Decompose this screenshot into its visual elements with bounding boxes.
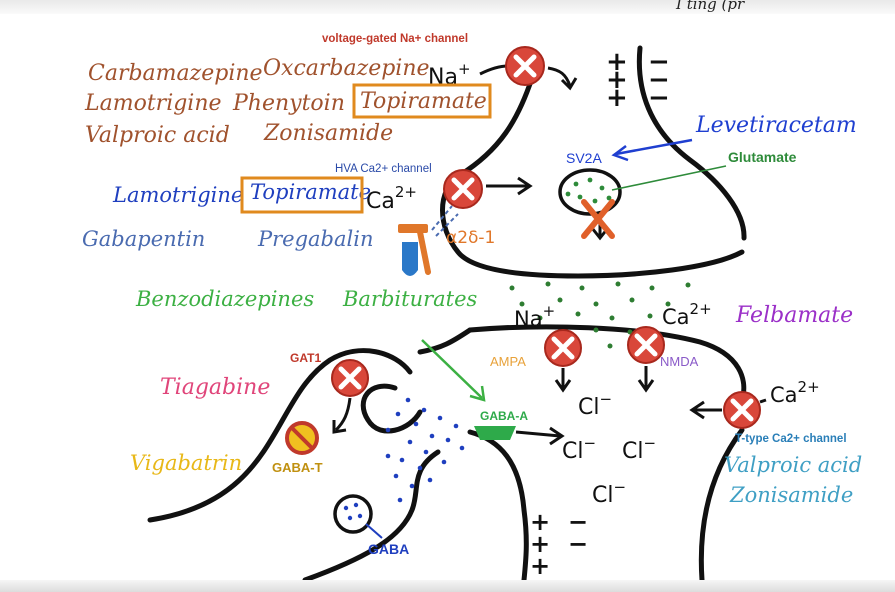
ttype-block-icon [724, 392, 760, 428]
presyn-plus-3: + [606, 83, 628, 113]
ca-channel-label: HVA Ca2+ channel [335, 163, 432, 175]
gat1-label: GAT1 [290, 351, 321, 365]
na-channel-label: voltage-gated Na+ channel [322, 33, 468, 45]
drug-vigabatrin: Vigabatrin [130, 451, 242, 475]
ampa-block-icon [545, 330, 581, 366]
drug-barbiturates: Barbiturates [342, 287, 478, 311]
drug-felbamate: Felbamate [735, 303, 853, 328]
nmda-ion: Ca2+ [662, 300, 712, 329]
na-arrow-in [480, 66, 508, 74]
ttype-ion: Ca2+ [770, 378, 820, 407]
drug-topiramate-na: Topiramate [360, 89, 487, 114]
cl-ion-3: Cl− [622, 434, 656, 464]
gabat-inhibited-icon [287, 423, 317, 453]
ca-ion: Ca2+ [366, 183, 417, 214]
ampa-arrow [556, 368, 570, 390]
ca-blockers: Lamotrigine Topiramate Gabapentin Pregab… [82, 180, 373, 251]
gaba-label: GABA [368, 541, 409, 557]
postsyn-minus-2: − [568, 530, 588, 558]
drug-tiagabine: Tiagabine [160, 375, 270, 400]
drug-lamotrigine-na: Lamotrigine [84, 91, 222, 116]
video-bottom-bar [0, 580, 895, 592]
drug-carbamazepine: Carbamazepine [88, 61, 263, 86]
ttype-arrow-in [760, 400, 766, 402]
drug-lamotrigine-ca: Lamotrigine [112, 183, 243, 207]
gaba-neuron-membrane-curl [363, 386, 420, 431]
vesicle-block-x-icon [584, 202, 612, 236]
ca-arrow-in [486, 178, 530, 194]
postsynaptic-membrane-left [420, 330, 470, 352]
gat1-block-icon [332, 360, 368, 396]
nmda-label: NMDA [660, 354, 699, 369]
cl-ion-4: Cl− [592, 478, 626, 508]
gabaa-arrow [516, 428, 562, 444]
gabat-label: GABA-T [272, 460, 323, 475]
ttype-arrow-out [692, 402, 722, 418]
vesicle-glutamate-dots [566, 178, 612, 204]
gaba-pointer [366, 524, 382, 538]
gat1-arrow [334, 398, 350, 432]
na-blockers: Carbamazepine Oxcarbazepine Lamotrigine … [84, 56, 487, 148]
gaba-dots [386, 398, 465, 503]
gaba-vesicle-dots [344, 503, 362, 520]
drug-valproic-acid-na: Valproic acid [85, 123, 230, 148]
postsynaptic-charges: + + + − − [530, 508, 588, 580]
drug-benzodiazepines: Benzodiazepines [135, 287, 314, 311]
gabaa-label: GABA-A [480, 409, 528, 423]
nmda-arrow [639, 366, 653, 390]
sv2a-label: SV2A [566, 150, 602, 166]
drug-pregabalin: Pregabalin [257, 227, 373, 251]
ca-channel-block-icon [444, 170, 482, 208]
presyn-minus-3: − [648, 83, 670, 113]
cell-membranes [150, 48, 744, 580]
drug-valproic-acid-ttype: Valproic acid [724, 453, 862, 477]
chloride-ions: Cl− Cl− Cl− Cl− [562, 390, 656, 508]
drug-zonisamide-na: Zonisamide [263, 121, 393, 146]
postsynaptic-membrane-inner [470, 432, 526, 580]
gabaa-modulators: Benzodiazepines Barbiturates [135, 287, 478, 311]
na-channel-block-icon [506, 47, 544, 85]
cl-ion-2: Cl− [562, 434, 596, 464]
ttype-label: T-type Ca2+ channel [735, 433, 847, 445]
na-arrow-out [548, 68, 576, 88]
glutamate-label: Glutamate [728, 149, 797, 165]
cl-ion-1: Cl− [578, 390, 612, 420]
alpha2delta-label: α2δ-1 [446, 228, 495, 248]
drug-phenytoin: Phenytoin [232, 91, 345, 116]
postsyn-plus-3: + [530, 552, 550, 580]
drug-zonisamide-ttype: Zonisamide [729, 483, 853, 507]
gabaa-receptor-icon [474, 426, 516, 440]
nmda-block-icon [628, 327, 664, 363]
ttype-blockers: Valproic acid Zonisamide [724, 453, 862, 507]
benzo-arrow [422, 340, 484, 400]
drug-topiramate-ca: Topiramate [250, 180, 371, 204]
ampa-label: AMPA [490, 354, 526, 369]
gaba-vesicle [335, 496, 371, 532]
drug-gabapentin: Gabapentin [82, 227, 205, 251]
drug-levetiracetam: Levetiracetam [695, 113, 857, 138]
drug-oxcarbazepine: Oxcarbazepine [263, 56, 430, 81]
